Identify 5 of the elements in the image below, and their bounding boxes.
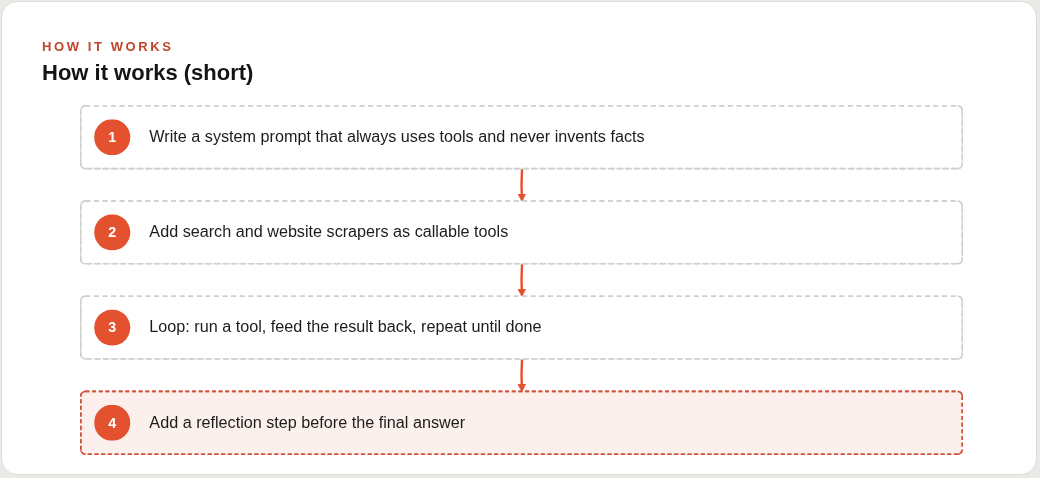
section-label: HOW IT WORKS bbox=[42, 39, 174, 55]
arrow bbox=[518, 169, 527, 202]
arrow bbox=[518, 264, 527, 298]
diagram-title: How it works (short) bbox=[42, 59, 254, 87]
arrow bbox=[518, 359, 527, 393]
